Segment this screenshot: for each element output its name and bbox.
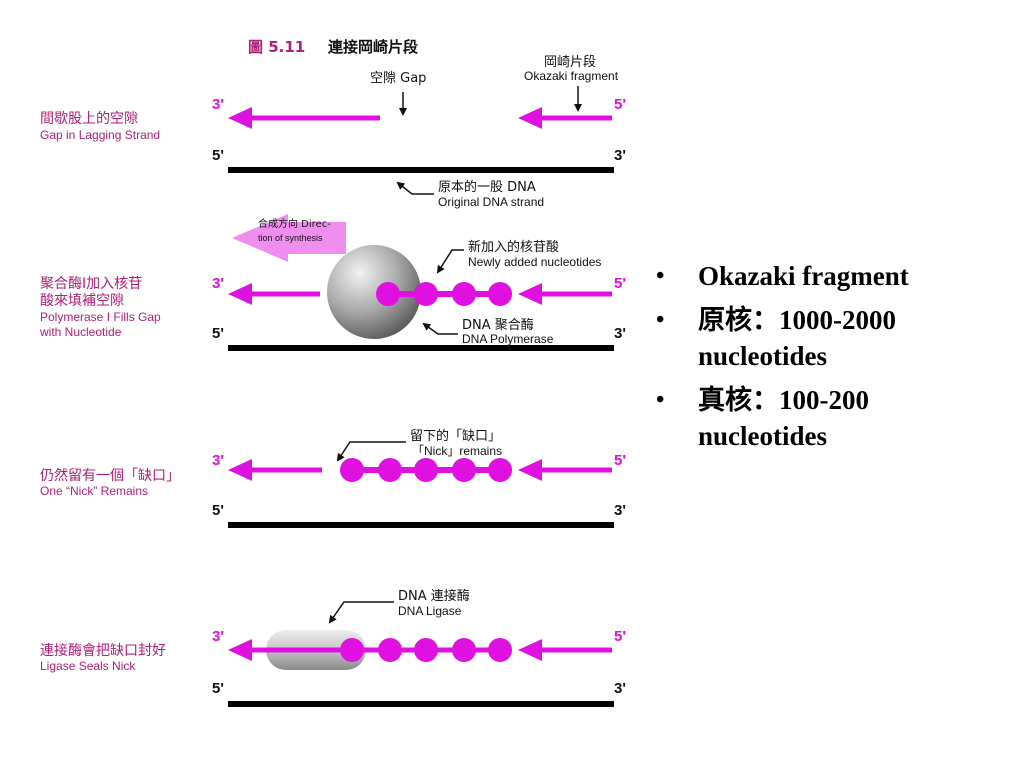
okazaki-arrowhead [518, 459, 542, 481]
ligase-callout-zh: DNA 連接酶 [398, 588, 470, 604]
panel-4-bottom-left-end: 5' [212, 680, 224, 697]
bullet-list: • Okazaki fragment • 原核：1000-2000 nucleo… [650, 258, 1020, 462]
nucleotide-bead [488, 458, 512, 482]
okazaki-arrowhead [518, 283, 542, 305]
panel-3-top-right-end: 5' [614, 452, 626, 469]
panel-nick: 仍然留有一個「缺口」 One “Nick” Remains 3' 5' 5' 3… [40, 428, 626, 528]
panel-3-label-zh: 仍然留有一個「缺口」 [40, 467, 180, 484]
dna-polymerase-sphere [327, 245, 421, 339]
okazaki-arrowhead [518, 107, 542, 129]
bullet-okazaki: • Okazaki fragment [650, 258, 1020, 294]
panel-1-top-right-end: 5' [614, 96, 626, 113]
okazaki-callout-en: Okazaki fragment [524, 69, 619, 83]
panel-1-bottom-left-end: 5' [212, 147, 224, 164]
panel-4-label-zh: 連接酶會把缺口封好 [40, 642, 166, 659]
panel-1-bottom-right-end: 3' [614, 147, 626, 164]
nucleotide-bead [340, 458, 364, 482]
nucleotide-bead [414, 282, 438, 306]
bullet-text: 原核：1000-2000 [698, 305, 896, 335]
nick-callout-en: 「Nick」remains [412, 444, 502, 458]
nucleotide-bead [414, 638, 438, 662]
nucleotide-bead [378, 638, 402, 662]
figure-title: 連接岡崎片段 [328, 38, 418, 56]
strand-arrowhead [228, 639, 252, 661]
strand-arrowhead [228, 459, 252, 481]
panel-2-label-zh-1: 聚合酶Ⅰ加入核苷 [40, 276, 142, 292]
polymerase-callout-en: DNA Polymerase [462, 332, 554, 346]
bullet-text-cont: nucleotides [698, 421, 828, 451]
panel-1-label-en: Gap in Lagging Strand [40, 128, 160, 142]
panel-3-label-en: One “Nick” Remains [40, 484, 148, 498]
original-strand-callout-zh: 原本的一股 DNA [438, 179, 536, 195]
panel-4-top-left-end: 3' [212, 628, 224, 645]
bullet-dot: • [656, 307, 665, 333]
nick-callout-zh: 留下的「缺口」 [410, 428, 501, 444]
nucleotide-bead [452, 458, 476, 482]
nucleotide-bead [414, 458, 438, 482]
panel-3-top-left-end: 3' [212, 452, 224, 469]
panel-4-bottom-right-end: 3' [614, 680, 626, 697]
panel-gap: 間歇股上的空隙 Gap in Lagging Strand 3' 5' 5' 3… [40, 55, 626, 209]
nucleotide-bead [340, 638, 364, 662]
template-dna-strand [228, 701, 614, 707]
panel-1-top-left-end: 3' [212, 96, 224, 113]
panel-2-top-left-end: 3' [212, 275, 224, 292]
template-dna-strand [228, 167, 614, 173]
panel-4-label-en: Ligase Seals Nick [40, 659, 136, 673]
bullet-eukaryote: • 真核：100-200 nucleotides [650, 382, 1020, 454]
ligase-callout-en: DNA Ligase [398, 604, 462, 618]
bullet-dot: • [656, 263, 665, 289]
new-nucleotides-callout-zh: 新加入的核苷酸 [468, 239, 559, 255]
nucleotide-bead [452, 638, 476, 662]
okazaki-arrowhead [518, 639, 542, 661]
bullet-dot: • [656, 387, 665, 413]
template-dna-strand [228, 345, 614, 351]
polymerase-pointer [422, 322, 458, 335]
panel-2-bottom-left-end: 5' [212, 325, 224, 342]
nucleotide-bead [452, 282, 476, 306]
panel-2-label-en-1: Polymerase I Fills Gap [40, 310, 161, 324]
nucleotide-bead [488, 638, 512, 662]
panel-3-bottom-right-end: 3' [614, 502, 626, 519]
template-dna-strand [228, 522, 614, 528]
new-nucleotides-pointer [436, 249, 464, 274]
direction-of-synthesis-arrow [232, 214, 346, 262]
panel-2-bottom-right-end: 3' [614, 325, 626, 342]
figure-number: 圖 5.11 [248, 38, 305, 56]
panel-1-label-zh: 間歇股上的空隙 [40, 111, 138, 127]
direction-label-line2: tion of synthesis [258, 233, 323, 243]
original-strand-callout-en: Original DNA strand [438, 195, 544, 209]
okazaki-callout-zh: 岡崎片段 [544, 55, 596, 70]
bullet-text-cont: nucleotides [698, 341, 828, 371]
original-strand-pointer [396, 181, 434, 195]
nucleotide-bead [376, 282, 400, 306]
nick-pointer [336, 441, 406, 462]
panel-polymerase: 合成方向 Direc- tion of synthesis 聚合酶Ⅰ加入核苷 酸… [39, 214, 626, 351]
panel-ligase: 連接酶會把缺口封好 Ligase Seals Nick 3' 5' 5' 3' … [40, 588, 626, 707]
strand-arrowhead [228, 283, 252, 305]
gap-callout: 空隙 Gap [370, 71, 426, 86]
ligase-pointer [328, 601, 394, 624]
panel-3-bottom-left-end: 5' [212, 502, 224, 519]
direction-label-line1: 合成方向 Direc- [258, 217, 331, 230]
panel-2-label-en-2: with Nucleotide [39, 325, 122, 339]
panel-2-label-zh-2: 酸來填補空隙 [40, 293, 124, 309]
new-nucleotides-callout-en: Newly added nucleotides [468, 255, 601, 269]
strand-arrowhead [228, 107, 252, 129]
bullet-prokaryote: • 原核：1000-2000 nucleotides [650, 302, 1020, 374]
panel-2-top-right-end: 5' [614, 275, 626, 292]
bullet-text: Okazaki fragment [698, 261, 909, 291]
panel-4-top-right-end: 5' [614, 628, 626, 645]
nucleotide-bead [488, 282, 512, 306]
nucleotide-bead [378, 458, 402, 482]
bullet-text: 真核：100-200 [698, 385, 869, 415]
polymerase-callout-zh: DNA 聚合酶 [462, 317, 534, 333]
